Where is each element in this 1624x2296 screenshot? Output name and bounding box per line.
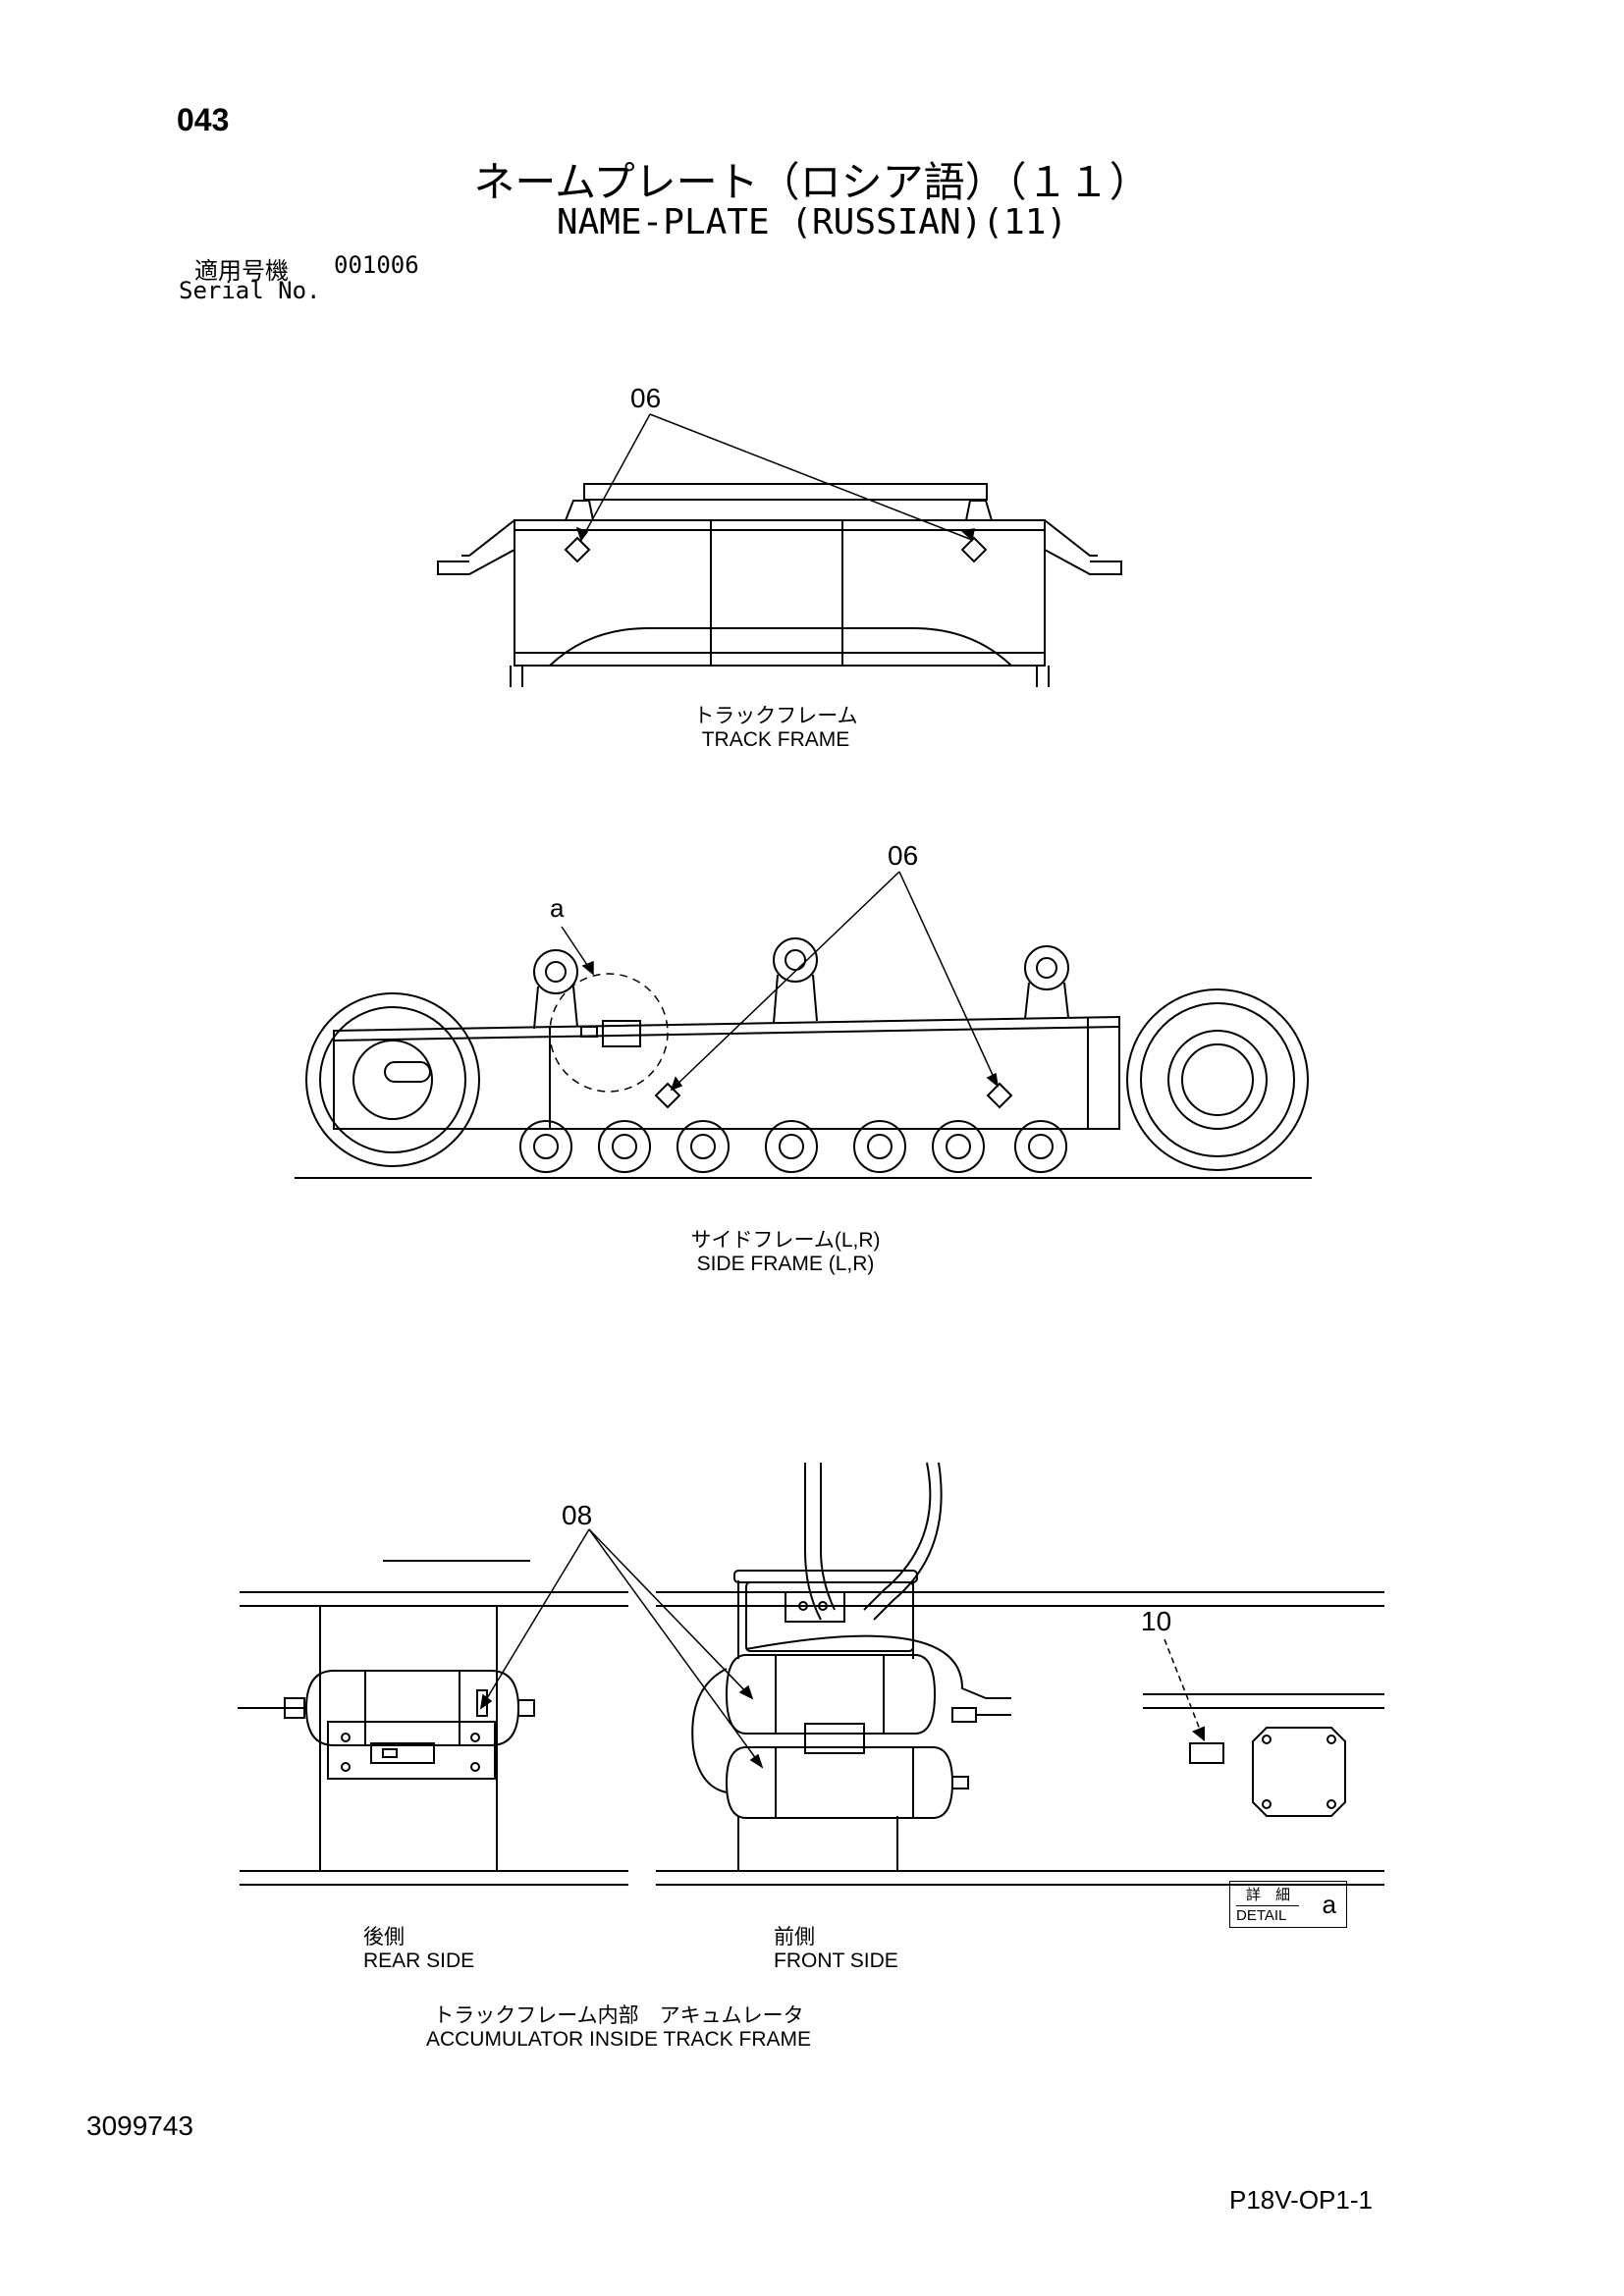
caption-accumulator-jp: トラックフレーム内部 アキュムレータ [433,2004,804,2027]
title-english: NAME-PLATE (RUSSIAN)(11) [556,202,1068,242]
caption-rear-side: 後側 REAR SIDE [363,1926,474,1973]
detail-label-en: DETAIL [1236,1905,1299,1924]
serial-label-english: Serial No. [179,277,321,304]
callout-06-side-frame: 06 [888,840,919,871]
nameplate-marker-06-right [960,536,988,563]
detail-a-drawing [1143,1693,1384,1817]
caption-side-frame-en: SIDE FRAME (L,R) [696,1253,875,1275]
caption-track-frame-jp: トラックフレーム [693,705,858,727]
detail-label-box: 詳 細 DETAIL a [1229,1881,1347,1928]
leader-line-10 [1164,1638,1205,1740]
track-frame-drawing [437,483,1122,687]
callout-08-accumulator: 08 [562,1500,593,1530]
callout-06-track-frame: 06 [630,383,662,413]
rear-side-drawing [238,1560,628,1886]
leader-10-arrowhead [1192,1726,1205,1742]
caption-front-side: 前側 FRONT SIDE [774,1926,898,1973]
part-number: 3099743 [86,2110,194,2141]
title-japanese: ネームプレート（ロシア語）（１１） [473,158,1151,206]
side-frame-drawing [295,937,1312,1179]
caption-rear-side-jp: 後側 [363,1926,405,1949]
nameplate-marker-06-side-right [986,1082,1013,1109]
serial-label-japanese: 適用号機 [194,257,289,285]
leader-lines-06-track [575,413,975,542]
caption-accumulator-en: ACCUMULATOR INSIDE TRACK FRAME [425,2028,812,2051]
sheet-reference: P18V-OP1-1 [1229,2185,1373,2215]
callout-10-detail: 10 [1141,1606,1172,1636]
front-side-drawing [656,1462,1384,1886]
caption-track-frame: トラックフレーム TRACK FRAME [677,705,874,752]
detail-a-leader [561,926,594,976]
detail-label-letter: a [1322,1890,1336,1919]
page-number: 043 [177,102,230,137]
leader-lines-06-side [670,871,1000,1092]
detail-label-jp: 詳 細 [1246,1886,1291,1903]
detail-ref-a: a [550,893,565,923]
caption-rear-side-en: REAR SIDE [363,1949,475,1972]
detail-circle-a [549,973,669,1093]
nameplate-marker-06-left [564,536,591,563]
caption-track-frame-en: TRACK FRAME [701,728,850,751]
caption-front-side-jp: 前側 [774,1926,815,1949]
caption-side-frame-jp: サイドフレーム(L,R) [690,1229,881,1252]
nameplate-marker-06-side-left [654,1082,681,1109]
caption-accumulator: トラックフレーム内部 アキュムレータ ACCUMULATOR INSIDE TR… [393,2004,844,2052]
leader-lines-08 [479,1528,764,1769]
caption-side-frame: サイドフレーム(L,R) SIDE FRAME (L,R) [677,1229,893,1276]
serial-number-value: 001006 [334,251,419,279]
caption-front-side-en: FRONT SIDE [774,1949,898,1972]
